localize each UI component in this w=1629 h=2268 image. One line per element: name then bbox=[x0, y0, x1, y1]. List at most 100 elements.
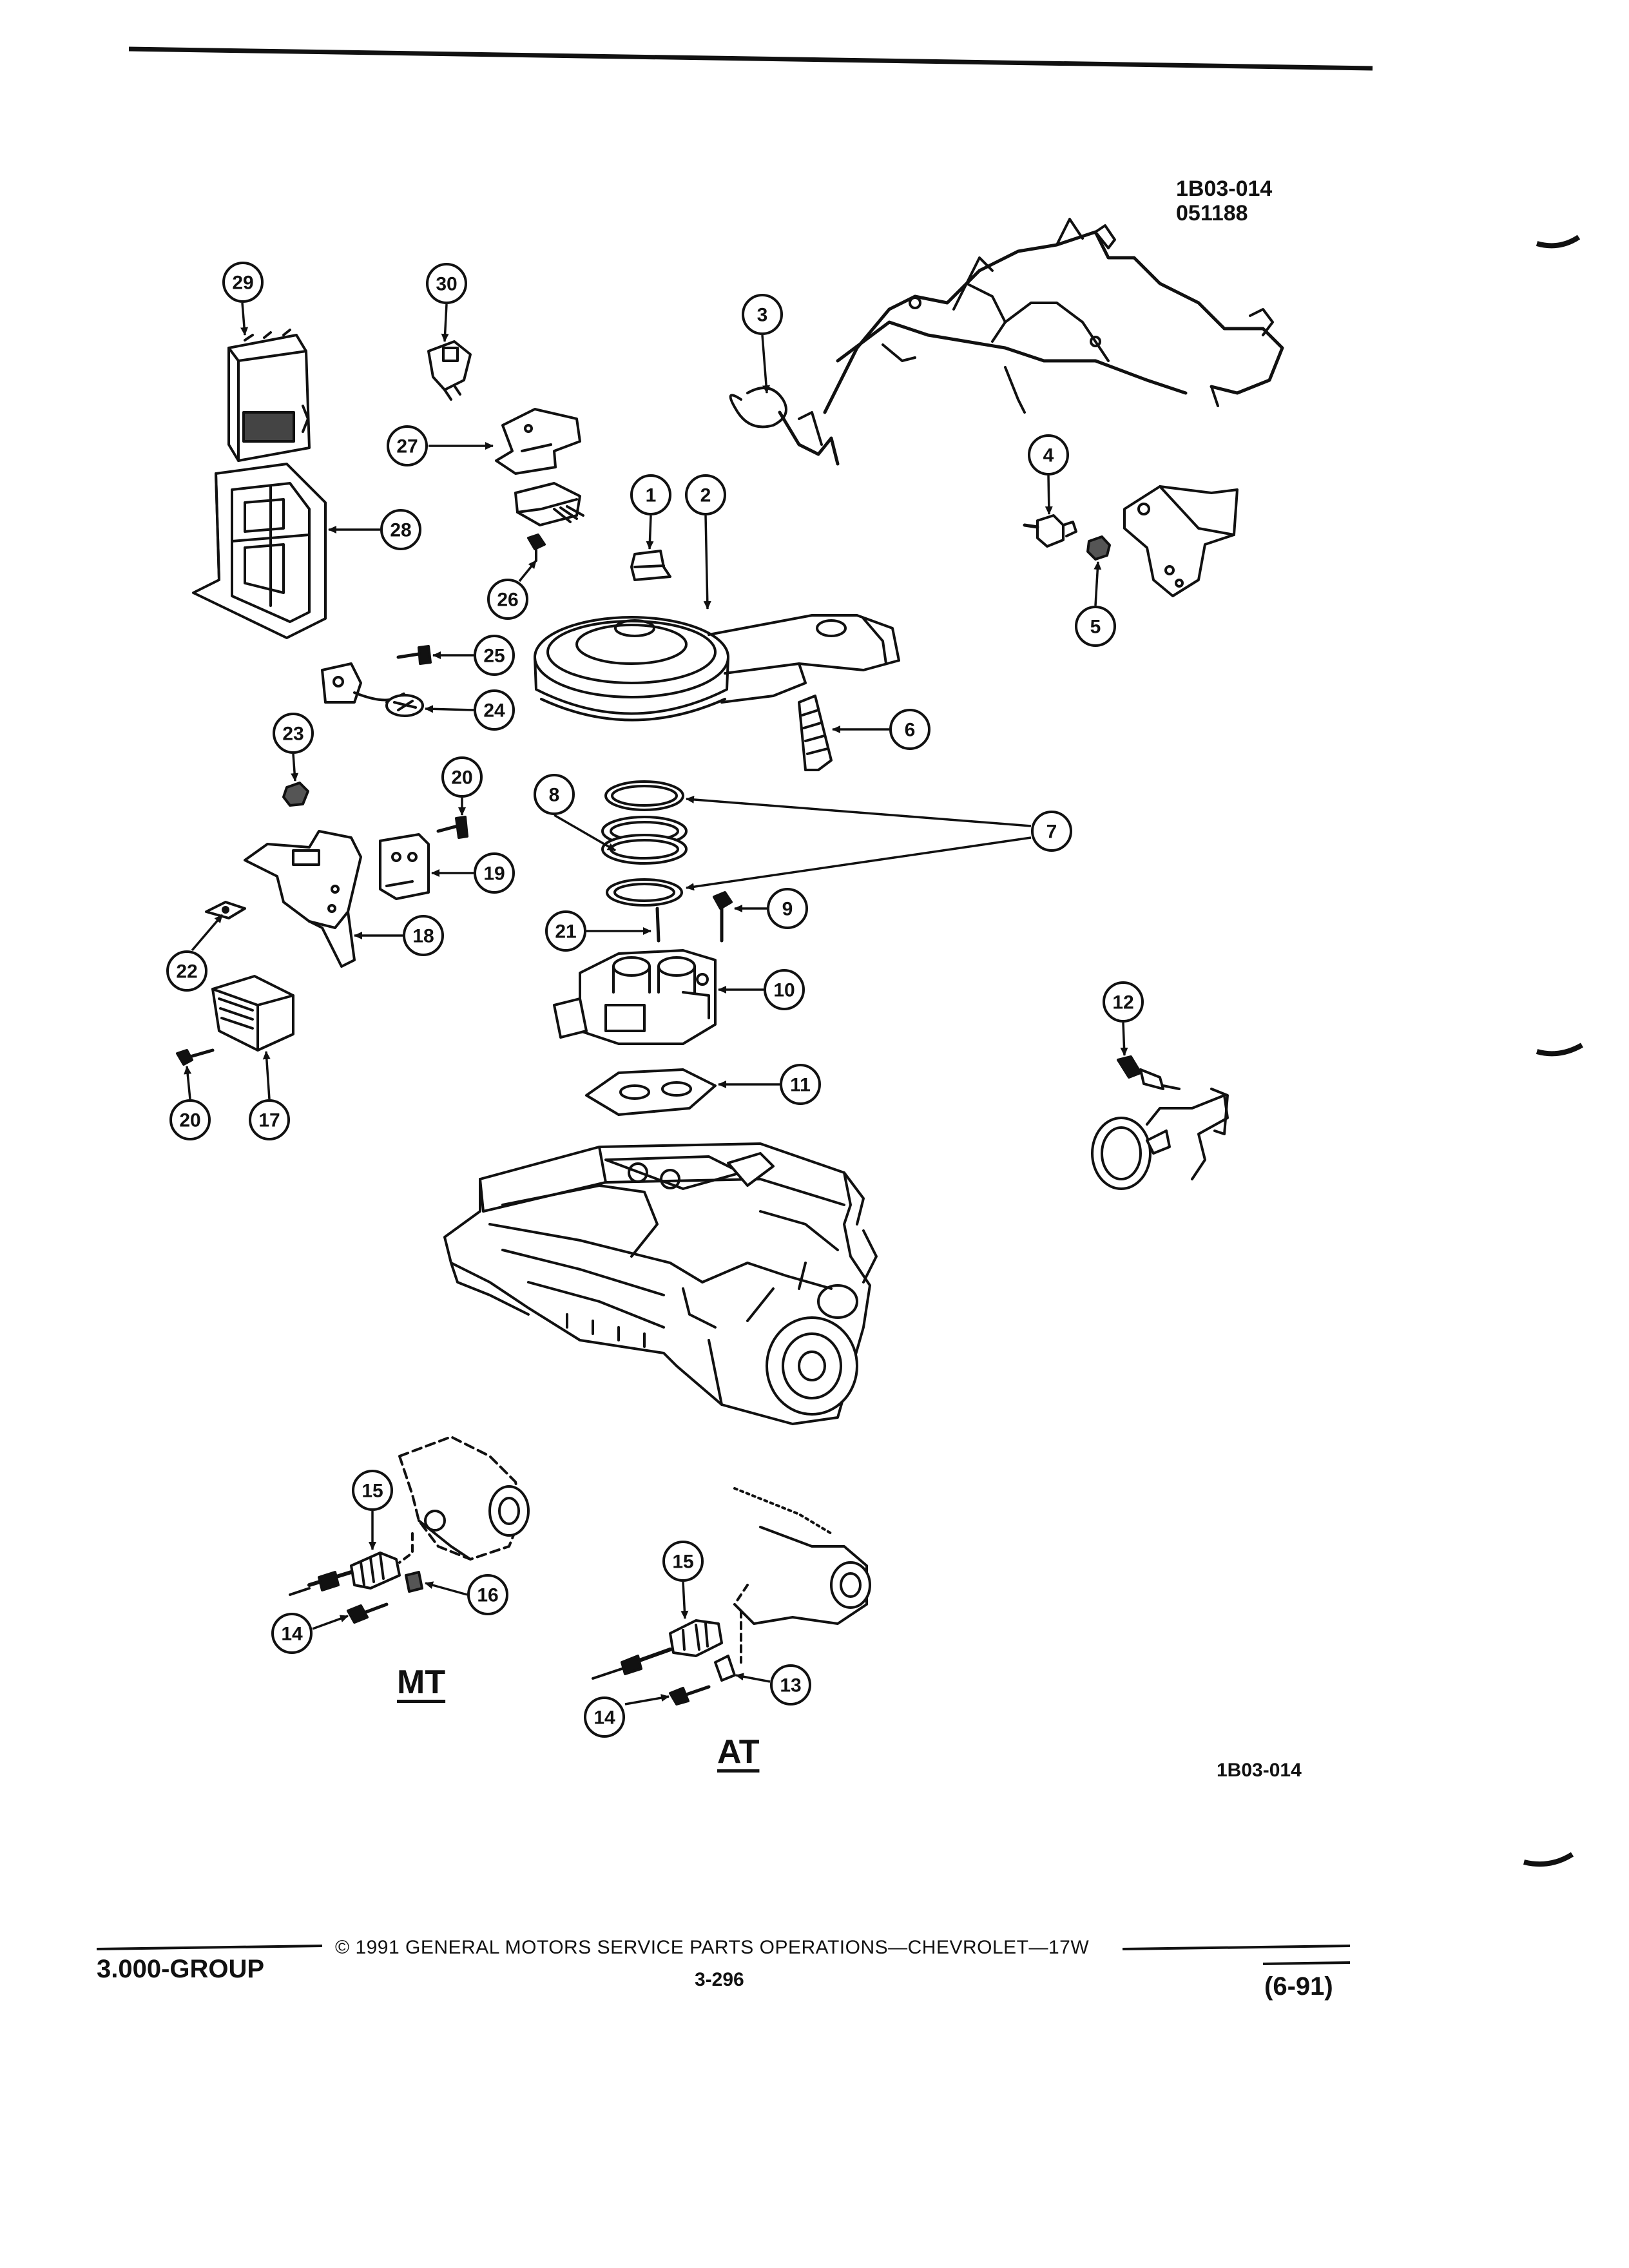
part-5-nut bbox=[1086, 535, 1111, 561]
callout-circle-1 bbox=[630, 474, 671, 515]
callout-1: 1 bbox=[646, 485, 657, 506]
callout-circle-10 bbox=[764, 969, 805, 1010]
callout-10: 10 bbox=[773, 980, 795, 1001]
part-29-ecm bbox=[227, 329, 311, 462]
callout-circle-5 bbox=[1075, 606, 1116, 647]
leader-17 bbox=[262, 1051, 271, 1100]
callout-circle-22 bbox=[166, 950, 207, 992]
callout-28: 28 bbox=[390, 520, 411, 541]
leader-24 bbox=[425, 705, 474, 713]
callout-2: 2 bbox=[700, 485, 711, 506]
header-rule bbox=[128, 46, 1373, 71]
callout-circle-23 bbox=[273, 713, 314, 754]
automatic-transmission-label: AT bbox=[717, 1733, 760, 1771]
part-30-sensor bbox=[427, 340, 472, 401]
callout-20-upper: 20 bbox=[451, 767, 472, 789]
leader-22 bbox=[191, 914, 224, 952]
callout-3: 3 bbox=[757, 305, 768, 326]
leader-13 bbox=[735, 1673, 771, 1683]
callout-circle-7 bbox=[1031, 811, 1072, 852]
transmission-mt bbox=[398, 1436, 530, 1564]
callout-25: 25 bbox=[483, 646, 505, 667]
callout-23: 23 bbox=[282, 724, 304, 745]
part-16-clip bbox=[405, 1571, 423, 1593]
part-25-screw bbox=[396, 645, 432, 665]
part-22-clip bbox=[205, 901, 246, 919]
callout-circle-17 bbox=[249, 1099, 290, 1140]
callout-7: 7 bbox=[1046, 822, 1057, 843]
edge-mark-1 bbox=[1536, 235, 1581, 249]
part-19-bracket bbox=[379, 833, 430, 900]
callout-circle-24 bbox=[474, 689, 515, 731]
callout-circle-14-mt bbox=[271, 1613, 313, 1654]
callout-circle-12 bbox=[1103, 981, 1144, 1023]
part-4-switch bbox=[1023, 514, 1077, 548]
callout-19: 19 bbox=[483, 863, 505, 885]
engine-block bbox=[443, 1142, 878, 1425]
callout-24: 24 bbox=[483, 700, 505, 722]
part-27-bracket bbox=[495, 408, 581, 475]
callout-circle-4 bbox=[1028, 434, 1069, 476]
leader-30 bbox=[441, 303, 449, 342]
part-1-wing-nut bbox=[630, 550, 671, 581]
leader-16 bbox=[425, 1581, 468, 1596]
leader-20b bbox=[184, 1066, 192, 1100]
callout-27: 27 bbox=[396, 436, 418, 457]
footer-rule-date bbox=[1262, 1961, 1351, 1965]
callout-circle-6 bbox=[889, 709, 930, 750]
part-28-ecm-cover bbox=[192, 463, 327, 639]
callout-21: 21 bbox=[555, 921, 576, 943]
part-23-nut bbox=[282, 782, 309, 807]
callout-18: 18 bbox=[412, 926, 434, 947]
illustration-code-bottom: 1B03-014 bbox=[1217, 1760, 1302, 1781]
callout-circle-21 bbox=[545, 910, 586, 952]
callout-29: 29 bbox=[232, 273, 253, 294]
callout-14-at: 14 bbox=[593, 1707, 615, 1729]
callout-circle-29 bbox=[222, 262, 264, 303]
leader-29 bbox=[240, 302, 249, 336]
illustration-date: 051188 bbox=[1176, 201, 1248, 226]
callout-circle-3 bbox=[742, 294, 783, 335]
illustration-code: 1B03-014 bbox=[1176, 177, 1273, 201]
manual-transmission-label: MT bbox=[397, 1664, 446, 1701]
callout-circle-18 bbox=[403, 915, 444, 956]
callout-8: 8 bbox=[549, 785, 560, 806]
transmission-at bbox=[733, 1487, 871, 1664]
part-11-gasket bbox=[585, 1068, 717, 1116]
part-15-mt-sensor bbox=[289, 1552, 401, 1596]
callout-17: 17 bbox=[258, 1110, 280, 1131]
callout-circle-27 bbox=[387, 425, 428, 466]
leader-2 bbox=[703, 515, 711, 610]
part-18-mount-bracket bbox=[244, 830, 362, 968]
part-20-screw-upper bbox=[436, 816, 468, 839]
part-26-module bbox=[514, 482, 584, 562]
part-4-bracket bbox=[1123, 485, 1239, 597]
part-2-air-cleaner bbox=[534, 614, 900, 722]
callout-6: 6 bbox=[905, 720, 916, 741]
leader-8 bbox=[554, 814, 616, 852]
callout-20-lower: 20 bbox=[179, 1110, 200, 1131]
part-17-module bbox=[211, 975, 294, 1052]
edge-mark-3 bbox=[1523, 1852, 1574, 1867]
callout-circle-13 bbox=[770, 1664, 811, 1706]
leader-3 bbox=[761, 334, 771, 394]
callout-circle-15-mt bbox=[352, 1470, 393, 1511]
callout-circle-2 bbox=[685, 474, 726, 515]
callout-circle-8 bbox=[534, 774, 575, 815]
part-9-bolt bbox=[713, 891, 733, 943]
callout-circle-25 bbox=[474, 635, 515, 676]
leader-5 bbox=[1094, 561, 1102, 606]
leader-1 bbox=[646, 515, 654, 550]
part-14-bolt-mt bbox=[347, 1602, 389, 1624]
callout-9: 9 bbox=[782, 899, 793, 920]
part-13-clip bbox=[714, 1655, 736, 1682]
footer-page-number: 3-296 bbox=[695, 1969, 744, 1990]
callout-circle-28 bbox=[380, 509, 421, 550]
callout-circle-15-at bbox=[662, 1541, 704, 1582]
part-24-sensor bbox=[321, 662, 424, 717]
part-14-bolt-at bbox=[669, 1685, 711, 1706]
leader-26 bbox=[518, 559, 537, 582]
callout-circle-14-at bbox=[584, 1696, 625, 1738]
footer-date: (6-91) bbox=[1264, 1972, 1333, 2001]
